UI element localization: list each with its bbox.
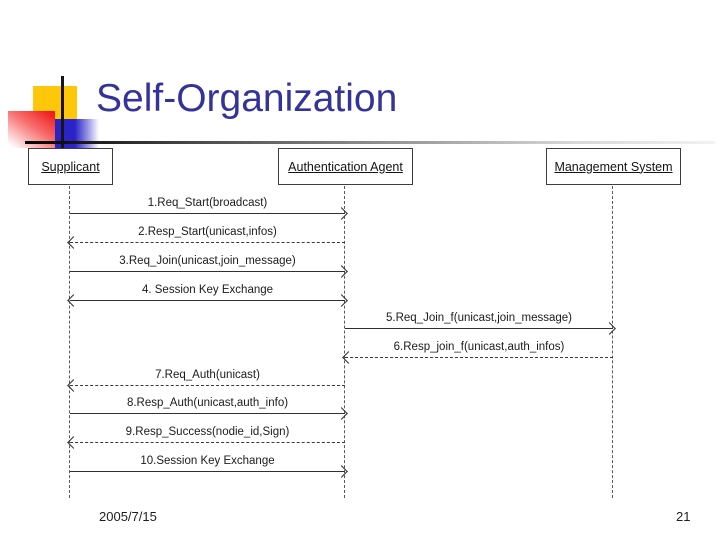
message-arrow-left [67,435,345,449]
message-4: 4. Session Key Exchange [67,284,348,307]
message-arrow-right [345,321,616,335]
footer-date: 2005/7/15 [99,509,157,524]
slide-title: Self-Organization [96,77,398,120]
message-arrow-both [67,293,348,307]
title-underline-rule [25,141,715,144]
message-label: 9.Resp_Success(nodie_id,Sign) [125,426,290,438]
lifeline-supplicant [69,186,70,498]
message-label: 3.Req_Join(unicast,join_message) [119,255,296,267]
message-label: 10.Session Key Exchange [140,455,275,467]
actor-label: Management System [554,159,673,174]
actor-box-authentication-agent: Authentication Agent [278,148,413,185]
message-arrow-right [70,264,348,278]
message-label: 8.Resp_Auth(unicast,auth_info) [126,397,289,409]
message-label: 2.Resp_Start(unicast,infos) [138,226,277,238]
message-arrow-right [70,464,348,478]
message-arrow-left [67,235,345,249]
footer-page-number: 21 [676,509,691,524]
actor-box-management-system: Management System [546,148,681,185]
message-6: 6.Resp_join_f(unicast,auth_infos) [342,341,613,364]
actor-label: Supplicant [41,159,100,174]
actor-label: Authentication Agent [288,159,403,174]
message-label: 6.Resp_join_f(unicast,auth_infos) [393,341,565,353]
decor-vertical-rule [61,76,64,153]
message-label: 7.Req_Auth(unicast) [155,369,260,381]
message-arrow-left [342,350,613,364]
message-1: 1.Req_Start(broadcast) [70,197,348,220]
lifeline-authentication-agent [344,186,345,498]
message-3: 3.Req_Join(unicast,join_message) [70,255,348,278]
message-10: 10.Session Key Exchange [70,455,348,478]
message-9: 9.Resp_Success(nodie_id,Sign) [67,426,345,449]
message-label: 5.Req_Join_f(unicast,join_message) [385,312,573,324]
message-arrow-right [70,206,348,220]
message-label: 4. Session Key Exchange [141,284,274,296]
message-arrow-right [70,406,348,420]
message-8: 8.Resp_Auth(unicast,auth_info) [70,397,348,420]
message-label: 1.Req_Start(broadcast) [147,197,268,209]
lifeline-management-system [612,186,613,498]
message-5: 5.Req_Join_f(unicast,join_message) [345,312,616,335]
actor-box-supplicant: Supplicant [28,148,113,185]
message-7: 7.Req_Auth(unicast) [67,369,345,392]
message-arrow-left [67,378,345,392]
message-2: 2.Resp_Start(unicast,infos) [67,226,345,249]
